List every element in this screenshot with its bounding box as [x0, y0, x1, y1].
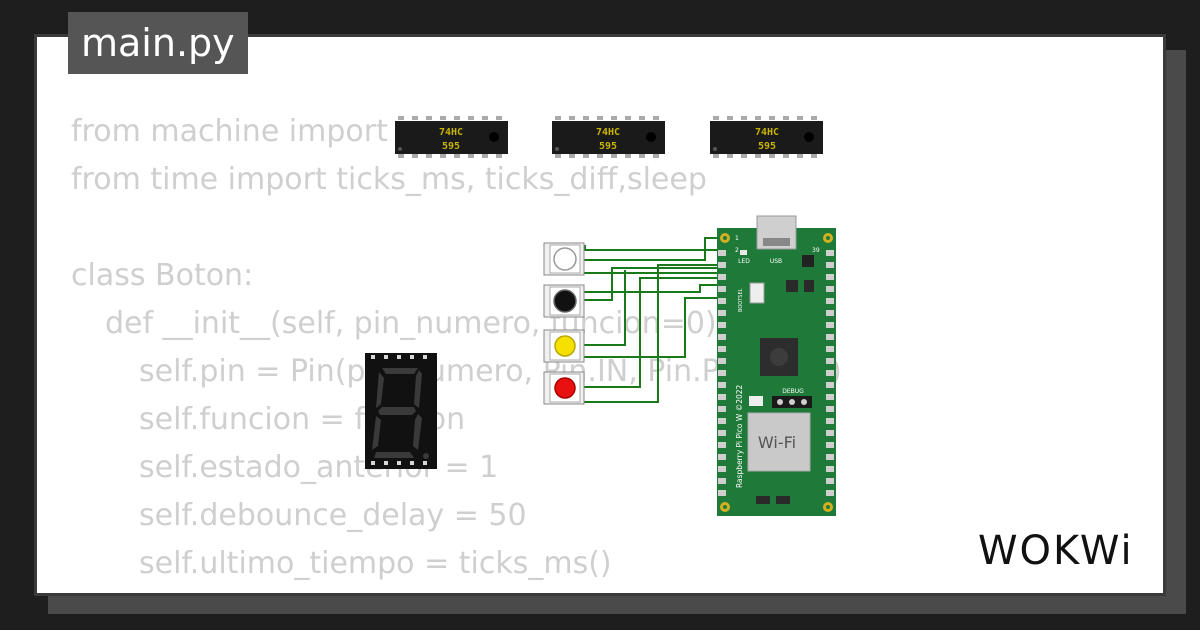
shift-register-2[interactable]: 74HC 595: [552, 116, 665, 158]
push-button-yellow[interactable]: [543, 329, 585, 363]
push-button-black[interactable]: [543, 284, 585, 318]
wires: [583, 237, 722, 403]
chip-label: 595: [758, 141, 776, 152]
bootsel-label: BOOTSEL: [738, 288, 744, 312]
push-button-white[interactable]: [543, 242, 585, 276]
wokwi-logo: WOKWi: [978, 528, 1134, 574]
code-line: class Boton:: [71, 258, 254, 293]
seven-segment-display[interactable]: [365, 353, 437, 469]
chip-label: 74HC: [596, 127, 620, 138]
usb-label: USB: [770, 258, 782, 265]
chip-label: 595: [599, 141, 617, 152]
segments: [372, 368, 429, 459]
chip-label: 74HC: [755, 127, 779, 138]
debug-label: DEBUG: [782, 388, 804, 395]
pin-header-right: [826, 250, 834, 496]
chip-label: 595: [442, 141, 460, 152]
board-name: Raspberry Pi Pico W ©2022: [735, 384, 744, 488]
shift-register-3[interactable]: 74HC 595: [710, 116, 823, 158]
bootsel-button[interactable]: [749, 282, 765, 304]
led-indicator: [740, 250, 747, 255]
file-tab[interactable]: main.py: [68, 12, 248, 74]
code-line: from time import ticks_ms, ticks_diff,sl…: [71, 162, 707, 197]
code-line: self.ultimo_tiempo = ticks_ms(): [139, 546, 612, 581]
push-button-red[interactable]: [543, 371, 585, 405]
pin-1-label: 1: [735, 235, 739, 242]
chip-label: 74HC: [439, 127, 463, 138]
pin-header-left: [718, 250, 726, 496]
raspberry-pi-pico-w[interactable]: USB LED 1 2 39 BOOTSEL DEBUG Wi-Fi Raspb…: [717, 215, 836, 516]
code-line: self.debounce_delay = 50: [139, 498, 527, 533]
pin-2-label: 2: [735, 247, 739, 254]
shift-register-1[interactable]: 74HC 595: [395, 116, 508, 158]
pin-39-label: 39: [812, 247, 820, 254]
wifi-module: [747, 412, 811, 472]
led-label: LED: [738, 258, 750, 265]
wifi-label: Wi-Fi: [758, 433, 796, 452]
